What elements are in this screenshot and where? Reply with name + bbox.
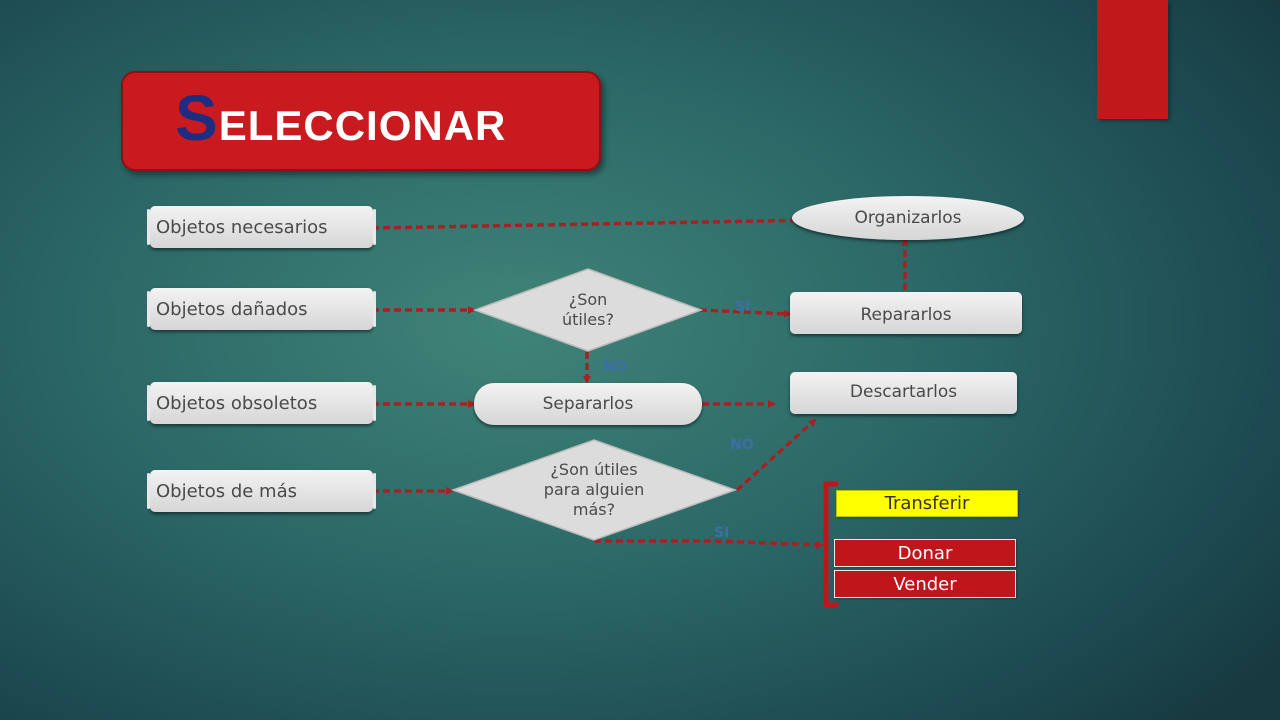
node-descartarlos: Descartarlos (790, 372, 1017, 414)
arrow-decision-repararlos (699, 308, 792, 318)
node-separarlos: Separarlos (474, 383, 702, 425)
arrow-necesarios-organizarlos (371, 216, 820, 230)
node-objetos-danados: Objetos dañados (147, 288, 376, 330)
node-objetos-de-mas: Objetos de más (147, 470, 376, 512)
node-objetos-necesarios: Objetos necesarios (147, 206, 376, 248)
option-donar: Donar (834, 539, 1016, 567)
label-si-reparar: SI (735, 299, 751, 315)
option-transferir: Transferir (836, 490, 1018, 517)
title-rest: ELECCIONAR (218, 102, 507, 149)
arrow-decision-opciones (594, 539, 824, 549)
label-si-opciones: SI (714, 525, 730, 541)
label-no-descartar: NO (730, 437, 754, 453)
page-title: SELECCIONAR (175, 81, 506, 155)
corner-accent-bar (1097, 0, 1168, 119)
decision-utiles-alguien-label: ¿Son útiles para alguien más? (543, 460, 645, 519)
arrow-decision-descartarlos (735, 418, 817, 492)
decision-son-utiles: ¿Son útiles? (472, 268, 704, 352)
title-initial: S (175, 82, 219, 154)
title-banner: SELECCIONAR (121, 71, 601, 171)
options-bracket (823, 481, 839, 608)
option-vender: Vender (834, 570, 1016, 598)
decision-utiles-alguien: ¿Son útiles para alguien más? (450, 439, 738, 541)
node-repararlos: Repararlos (790, 292, 1022, 334)
node-objetos-obsoletos: Objetos obsoletos (147, 382, 376, 424)
label-no-separar: NO (603, 359, 627, 375)
decision-son-utiles-label: ¿Son útiles? (562, 290, 614, 329)
node-organizarlos: Organizarlos (792, 196, 1024, 240)
